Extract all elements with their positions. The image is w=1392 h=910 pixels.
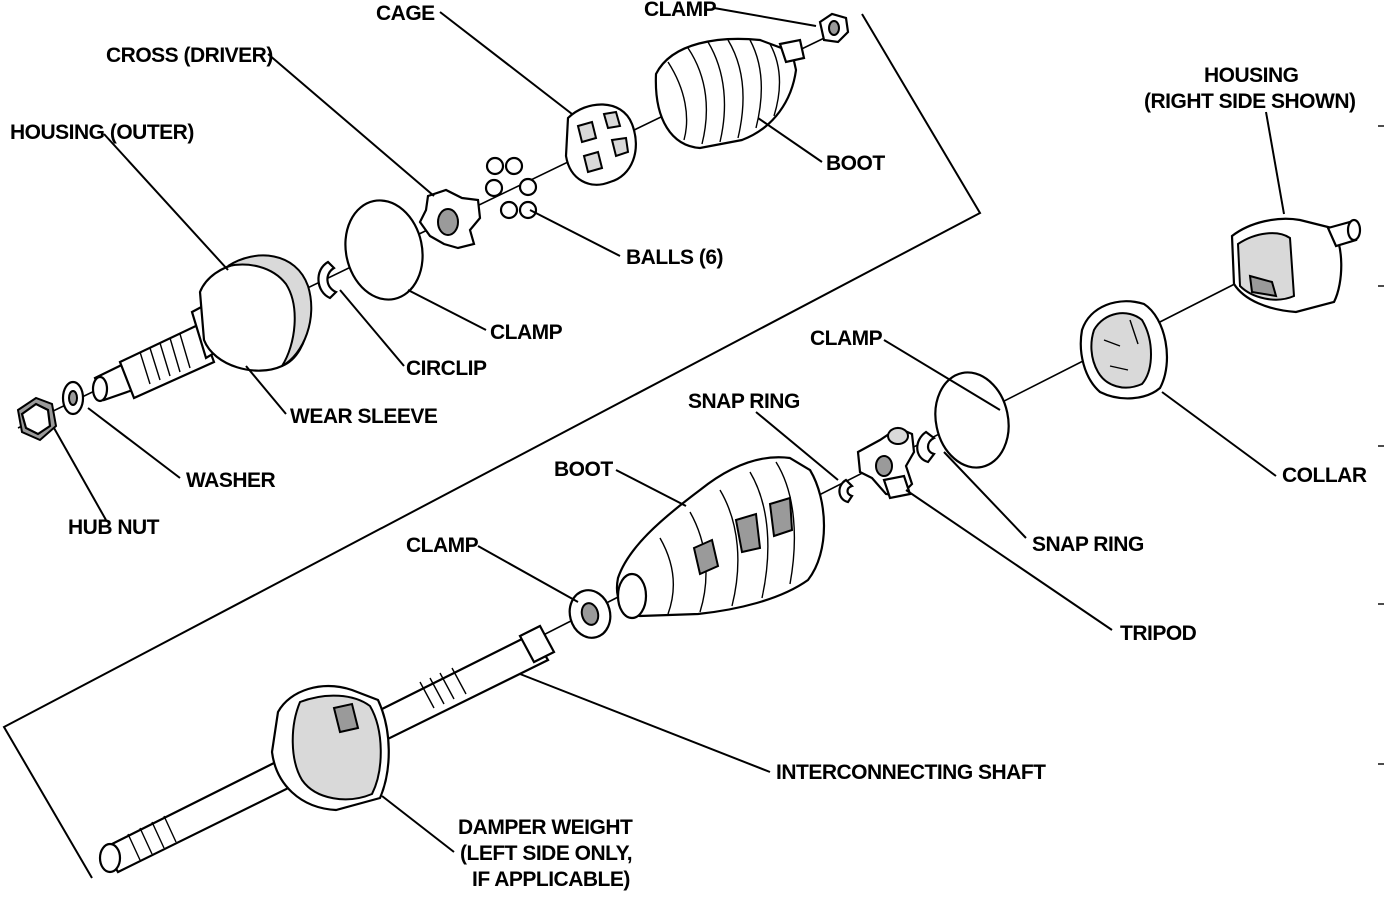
label-circlip: CIRCLIP <box>406 357 487 380</box>
label-clamp-lower: CLAMP <box>406 534 479 557</box>
upper-boot-part <box>654 37 806 150</box>
collar-part <box>1079 300 1169 400</box>
washer-part <box>61 380 85 416</box>
label-collar: COLLAR <box>1282 464 1367 487</box>
label-balls: BALLS (6) <box>626 246 723 269</box>
label-damper-weight-line3: IF APPLICABLE) <box>472 868 630 891</box>
damper-weight-part <box>270 685 390 812</box>
lower-clamp-part <box>568 589 612 639</box>
circlip-part <box>317 260 338 300</box>
label-housing-right-line2: (RIGHT SIDE SHOWN) <box>1144 90 1356 113</box>
label-clamp-top: CLAMP <box>644 0 717 21</box>
cage-part <box>564 103 637 186</box>
label-boot-top: BOOT <box>826 152 885 175</box>
label-washer: WASHER <box>186 469 276 492</box>
label-snap-ring-2: SNAP RING <box>1032 533 1144 556</box>
lower-right-clamp-ring-part <box>934 371 1010 469</box>
lower-snap-ring-2-part <box>916 430 937 464</box>
label-hub-nut: HUB NUT <box>68 516 160 539</box>
edge-tick-marks <box>1378 125 1384 765</box>
assembly-frame-line <box>2 13 982 879</box>
label-housing-outer: HOUSING (OUTER) <box>10 121 194 144</box>
outer-housing-part <box>91 254 313 403</box>
label-interconnecting-shaft: INTERCONNECTING SHAFT <box>776 761 1046 784</box>
tripod-part <box>856 426 916 500</box>
label-housing-right-line1: HOUSING <box>1204 64 1299 87</box>
label-cross-driver: CROSS (DRIVER) <box>106 44 273 67</box>
label-tripod: TRIPOD <box>1120 622 1197 645</box>
label-boot-lower: BOOT <box>554 458 613 481</box>
right-housing-part <box>1230 217 1362 314</box>
upper-clamp-ring-part <box>344 199 424 301</box>
leader-lines <box>53 7 1285 853</box>
lower-boot-part <box>615 456 826 620</box>
label-cage: CAGE <box>376 2 435 25</box>
label-wear-sleeve: WEAR SLEEVE <box>290 405 438 428</box>
label-snap-ring-1: SNAP RING <box>688 390 800 413</box>
hub-nut-part <box>16 396 58 442</box>
label-clamp-right: CLAMP <box>810 327 883 350</box>
lower-snap-ring-1-part <box>838 478 855 504</box>
upper-top-clamp-part <box>818 12 850 44</box>
cross-driver-part <box>418 188 482 250</box>
balls-part <box>484 156 538 220</box>
label-damper-weight-line2: (LEFT SIDE ONLY, <box>460 842 632 865</box>
label-damper-weight-line1: DAMPER WEIGHT <box>458 816 633 839</box>
label-clamp-mid: CLAMP <box>490 321 563 344</box>
